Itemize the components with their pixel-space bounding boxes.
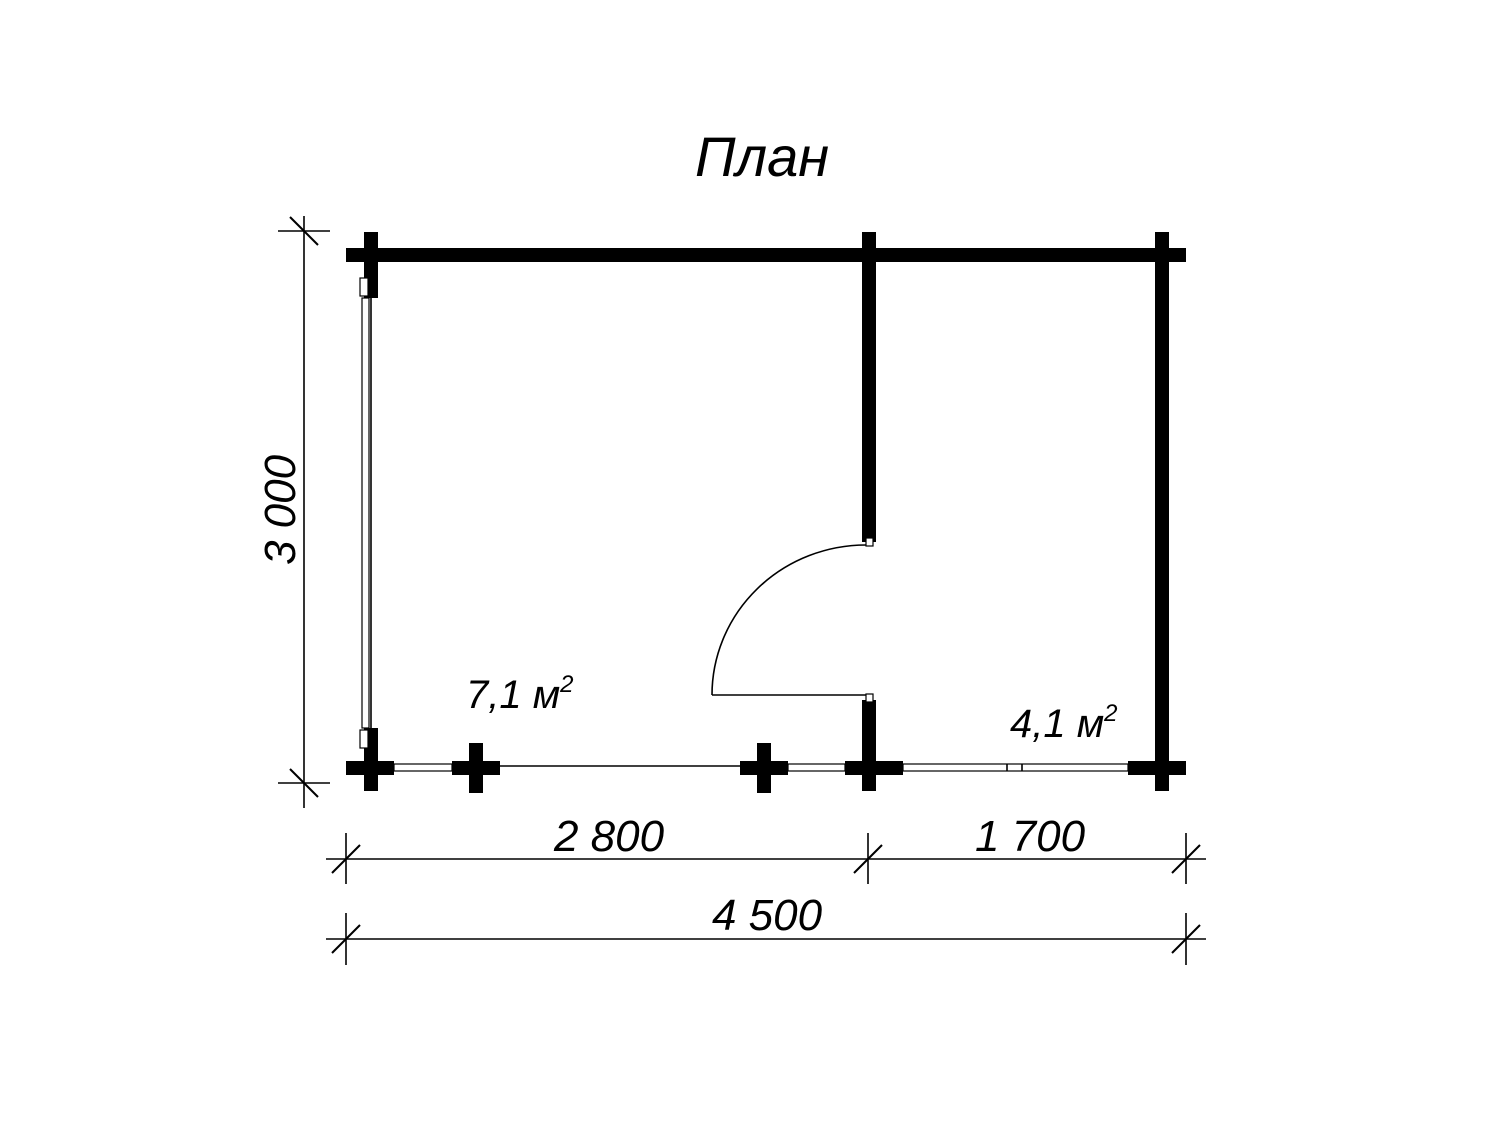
dimension-width: 4 500	[326, 891, 1206, 965]
walls	[346, 232, 1186, 793]
area-labels: 7,1 м2 4,1 м2	[466, 671, 1118, 746]
window-left-top-cap	[359, 277, 369, 297]
door-jamb-bottom	[865, 693, 874, 703]
dim-width-tick-left	[331, 924, 361, 954]
window-bottom-3	[902, 763, 1129, 772]
dim-right-width-label: 1 700	[975, 812, 1086, 861]
wall-bottom-left-stub	[346, 761, 394, 775]
dim-seg-tick-right	[1171, 844, 1201, 874]
wall-bottom-mid-stub	[845, 761, 903, 775]
wall-right	[1155, 232, 1169, 791]
room-1-area: 7,1 м2	[466, 671, 574, 717]
column-1-v	[469, 743, 483, 793]
wall-bottom-right-stub	[1128, 761, 1186, 775]
partition-lower	[862, 700, 876, 791]
dim-seg-tick-mid	[853, 844, 883, 874]
window-left-bottom-cap	[359, 729, 369, 749]
dim-seg-tick-left	[331, 844, 361, 874]
room-1-area-value: 7,1 м	[466, 673, 560, 717]
room-2-area-exp: 2	[1103, 700, 1117, 727]
dim-overall-width-label: 4 500	[712, 891, 823, 940]
window-bottom-1	[393, 763, 453, 772]
window-bottom-2	[787, 763, 846, 772]
room-2-area-value: 4,1 м	[1010, 702, 1104, 746]
window-left-frame	[361, 297, 370, 729]
dimension-segments: 2 800 1 700	[326, 812, 1206, 884]
openings	[359, 277, 1129, 772]
door-swing-arc	[711, 544, 867, 696]
dim-height-tick-bottom	[289, 768, 319, 798]
dim-left-width-label: 2 800	[553, 812, 665, 861]
dim-height-label: 3 000	[256, 454, 305, 565]
dimension-height: 3 000	[256, 216, 330, 808]
plan-title: План	[695, 125, 829, 188]
dim-width-tick-right	[1171, 924, 1201, 954]
column-2-v	[757, 743, 771, 793]
dim-height-tick-top	[289, 216, 319, 246]
room-1-area-exp: 2	[559, 671, 573, 698]
post-middle-top	[862, 232, 876, 542]
room-2-area: 4,1 м2	[1010, 700, 1118, 746]
wall-top	[346, 248, 1186, 262]
door-jamb-top	[865, 537, 874, 547]
